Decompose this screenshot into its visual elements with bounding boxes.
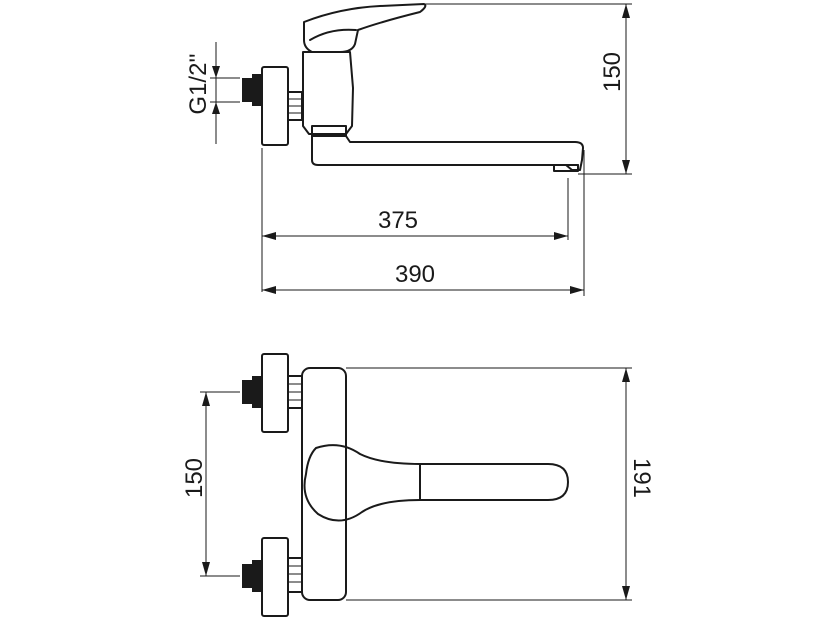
dim-length-375: 375 [261, 148, 569, 292]
dim-label-spacing: 150 [181, 458, 208, 498]
dim-label-375: 375 [378, 207, 418, 234]
dim-length-390: 390 [262, 150, 585, 296]
side-view: 150 G1/2'' 375 390 [185, 3, 632, 296]
dim-width-191: 191 [346, 367, 655, 601]
dim-label-thread: G1/2'' [185, 53, 212, 114]
bottom-view: 150 191 [181, 353, 655, 617]
dim-spacing-150: 150 [181, 391, 240, 577]
mixer-body [302, 51, 354, 135]
inlet-connector-collar [252, 74, 262, 106]
spout [311, 135, 584, 171]
dim-label-390: 390 [395, 261, 435, 288]
dim-thread: G1/2'' [185, 42, 240, 144]
wall-plate [261, 66, 289, 146]
aerator [553, 164, 579, 172]
lever-top-view [303, 444, 569, 522]
upper-wall-plate [261, 353, 289, 433]
mixer-body-bar [301, 367, 347, 601]
dim-height-150: 150 [425, 3, 632, 175]
lower-wall-plate [261, 537, 289, 617]
lever-handle [303, 3, 427, 53]
dim-label-width: 191 [628, 458, 655, 498]
dim-label-height: 150 [599, 52, 626, 92]
